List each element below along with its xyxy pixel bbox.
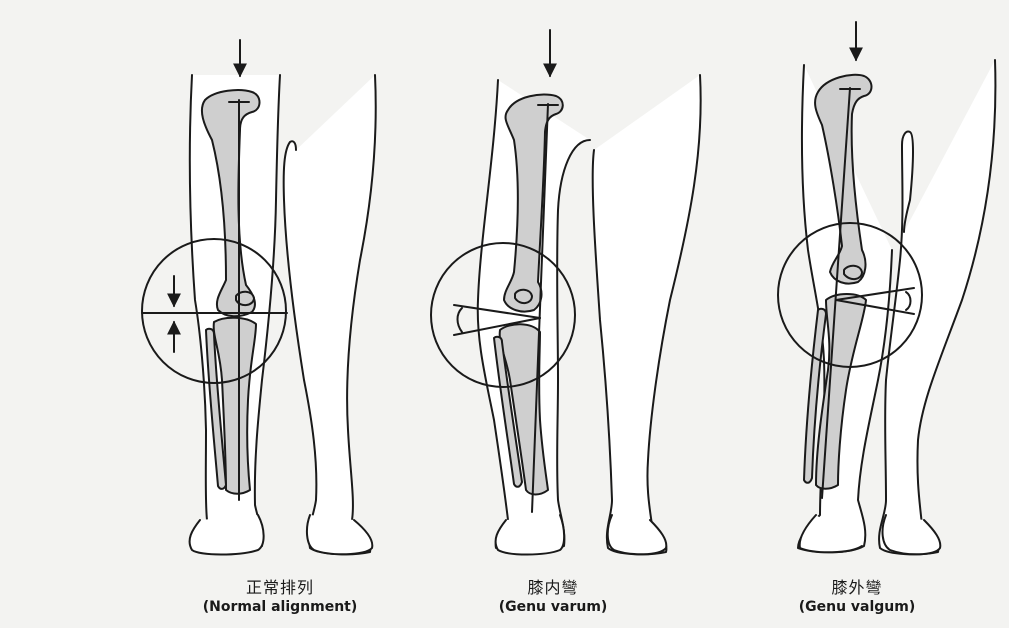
caption-genu-varum: 膝内彎 (Genu varum): [433, 578, 673, 616]
angle-arc: [458, 308, 463, 332]
normal-feet: [190, 515, 373, 555]
genu-valgum-figure: [778, 22, 995, 554]
patella: [844, 266, 862, 279]
varum-legs-outline: [478, 75, 701, 554]
caption-genu-valgum: 膝外彎 (Genu valgum): [737, 578, 977, 616]
caption-english: (Genu varum): [433, 598, 673, 616]
patella: [515, 290, 532, 303]
genu-varum-figure: [431, 30, 701, 555]
caption-chinese: 膝外彎: [737, 578, 977, 598]
caption-chinese: 正常排列: [160, 578, 400, 598]
varum-feet: [496, 515, 667, 555]
caption-chinese: 膝内彎: [433, 578, 673, 598]
caption-english: (Normal alignment): [160, 598, 400, 616]
caption-english: (Genu valgum): [737, 598, 977, 616]
valgum-feet: [800, 515, 941, 554]
caption-normal-alignment: 正常排列 (Normal alignment): [160, 578, 400, 616]
normal-alignment-figure: [142, 40, 376, 555]
